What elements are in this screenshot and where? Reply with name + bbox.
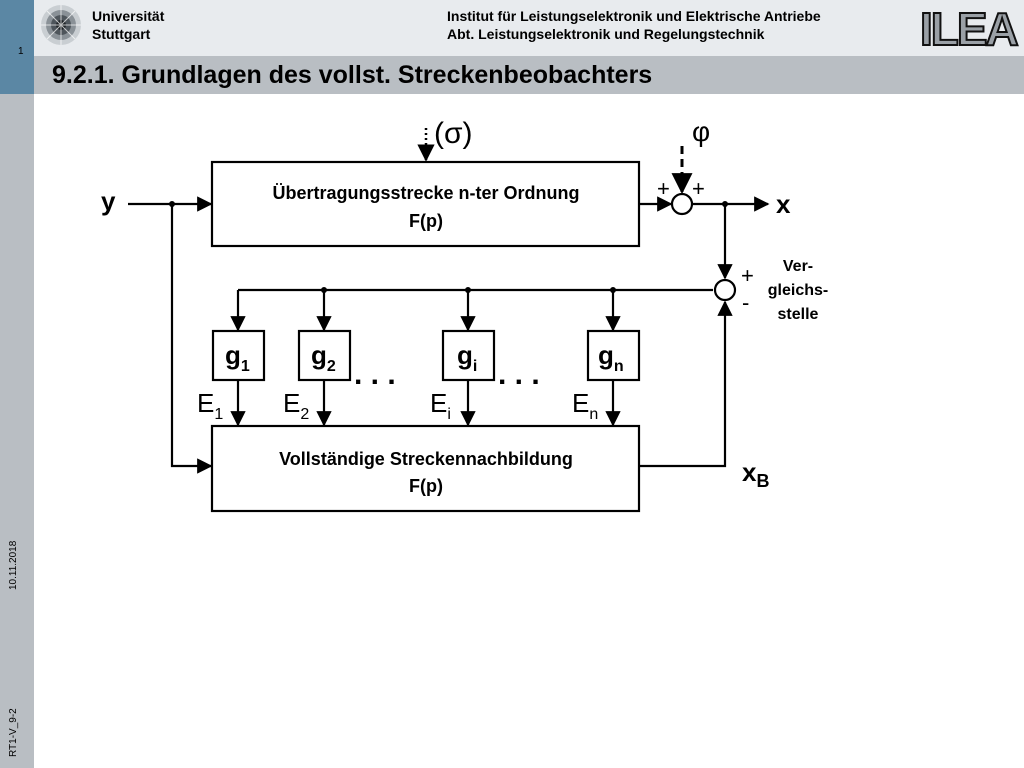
ellipsis-right: . . . bbox=[498, 358, 540, 391]
ilea-logo: ILEA bbox=[919, 2, 1020, 56]
input-label: y bbox=[101, 186, 116, 216]
header-band bbox=[34, 0, 1024, 56]
input-branch-line bbox=[170, 204, 213, 474]
page-number: 1 bbox=[18, 46, 24, 57]
institute-name: Institut für Leistungselektronik und Ele… bbox=[447, 7, 821, 43]
gain-label-2: g2 bbox=[311, 340, 336, 375]
error-label-2: E2 bbox=[283, 388, 309, 423]
branch-dot-2 bbox=[321, 287, 327, 293]
output-label: x bbox=[776, 189, 791, 219]
sum1-sign-right: + bbox=[692, 176, 705, 201]
sum2-sign-minus: - bbox=[742, 290, 749, 315]
error-label-i: Ei bbox=[430, 388, 451, 423]
error-label-1: E1 bbox=[197, 388, 223, 423]
sum-junction-comparison bbox=[713, 278, 737, 302]
sum1-sign-left: + bbox=[657, 176, 670, 201]
left-sidebar-accent bbox=[0, 0, 34, 94]
gain-label-1: g1 bbox=[225, 340, 250, 375]
model-block-line2: F(p) bbox=[409, 476, 443, 496]
plant-block-line2: F(p) bbox=[409, 211, 443, 231]
university-name: Universität Stuttgart bbox=[92, 7, 164, 43]
gain-label-i: gi bbox=[457, 340, 477, 375]
university-name-line1: Universität bbox=[92, 8, 165, 24]
branch-dot-n bbox=[610, 287, 616, 293]
sum2-sign-plus: + bbox=[741, 263, 754, 288]
plant-block-line1: Übertragungsstrecke n-ter Ordnung bbox=[272, 183, 579, 203]
sum-junction-output bbox=[670, 192, 694, 216]
error-label-n: En bbox=[572, 388, 598, 423]
branch-dot-i bbox=[465, 287, 471, 293]
university-name-line2: Stuttgart bbox=[92, 26, 151, 42]
comparison-label-line3: stelle bbox=[778, 306, 819, 323]
branch-dot-output bbox=[722, 201, 728, 207]
ellipsis-left: . . . bbox=[354, 358, 396, 391]
plant-block bbox=[210, 160, 641, 248]
branch-dot-input bbox=[169, 201, 175, 207]
phi-label: φ bbox=[692, 116, 710, 147]
estimate-feedback-line bbox=[639, 300, 733, 468]
institute-name-line2: Abt. Leistungselektronik und Regelungste… bbox=[447, 26, 765, 42]
gain-label-n: gn bbox=[598, 340, 624, 375]
institute-name-line1: Institut für Leistungselektronik und Ele… bbox=[447, 8, 821, 24]
title-band bbox=[34, 56, 1024, 94]
university-logo-icon bbox=[41, 5, 81, 45]
estimate-label: xB bbox=[742, 457, 769, 491]
page-title: 9.2.1. Grundlagen des vollst. Streckenbe… bbox=[52, 61, 653, 89]
comparison-label-line1: Ver- bbox=[783, 258, 813, 275]
model-block-line1: Vollständige Streckennachbildung bbox=[279, 449, 573, 469]
comparison-label-line2: gleichs- bbox=[768, 282, 828, 299]
disturbance-label: (σ) bbox=[434, 117, 473, 150]
left-sidebar-strip bbox=[0, 0, 34, 768]
